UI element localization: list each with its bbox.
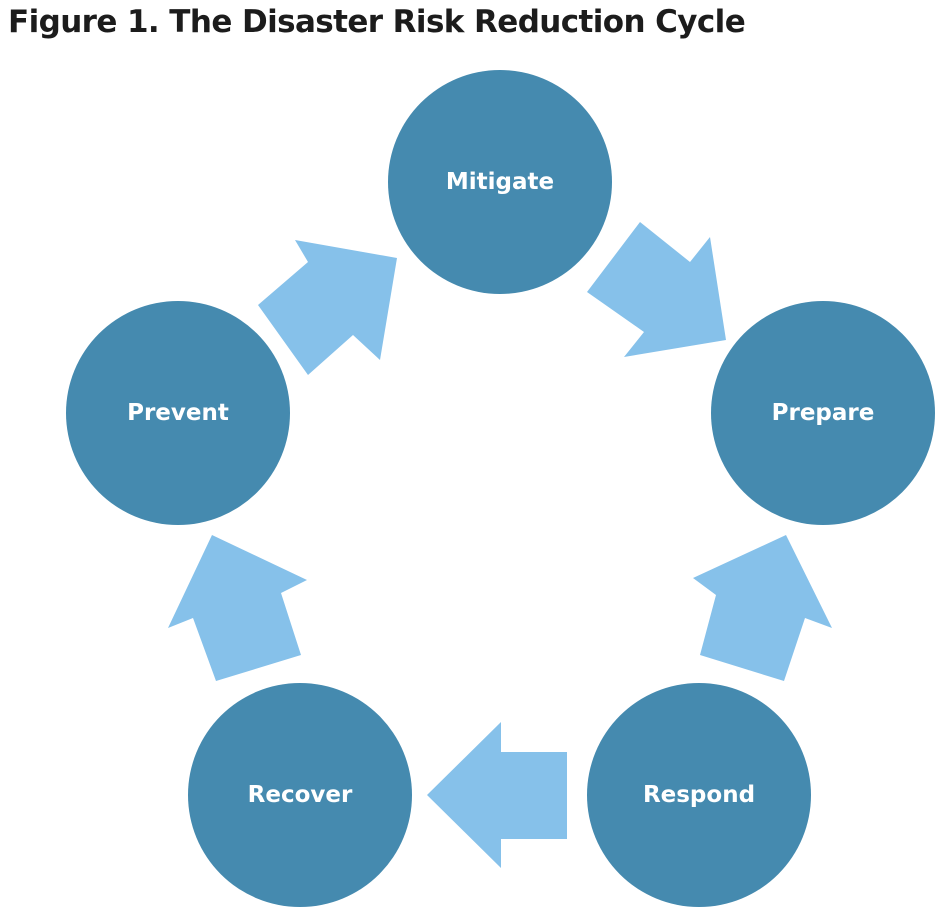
arrow-prepare-to-respond	[693, 535, 832, 681]
arrow-respond-to-recover	[427, 722, 567, 868]
stage-node-recover: Recover	[188, 683, 412, 907]
stage-circle	[66, 301, 290, 525]
arrow-prevent-to-mitigate	[258, 240, 397, 375]
arrow-mitigate-to-prepare	[587, 222, 726, 357]
stage-circle	[587, 683, 811, 907]
stage-label-prevent: Prevent	[127, 400, 229, 426]
stage-circle	[388, 70, 612, 294]
cycle-arrows	[168, 222, 832, 868]
stage-circle	[188, 683, 412, 907]
stage-label-mitigate: Mitigate	[446, 169, 554, 195]
stage-label-recover: Recover	[248, 782, 353, 808]
arrow-recover-to-prevent	[168, 535, 307, 681]
figure-title: Figure 1. The Disaster Risk Reduction Cy…	[8, 4, 746, 40]
stage-node-respond: Respond	[587, 683, 811, 907]
stage-label-prepare: Prepare	[772, 400, 875, 426]
stage-node-mitigate: Mitigate	[388, 70, 612, 294]
stage-label-respond: Respond	[643, 782, 755, 808]
stage-circle	[711, 301, 935, 525]
stage-node-prepare: Prepare	[711, 301, 935, 525]
stage-node-prevent: Prevent	[66, 301, 290, 525]
